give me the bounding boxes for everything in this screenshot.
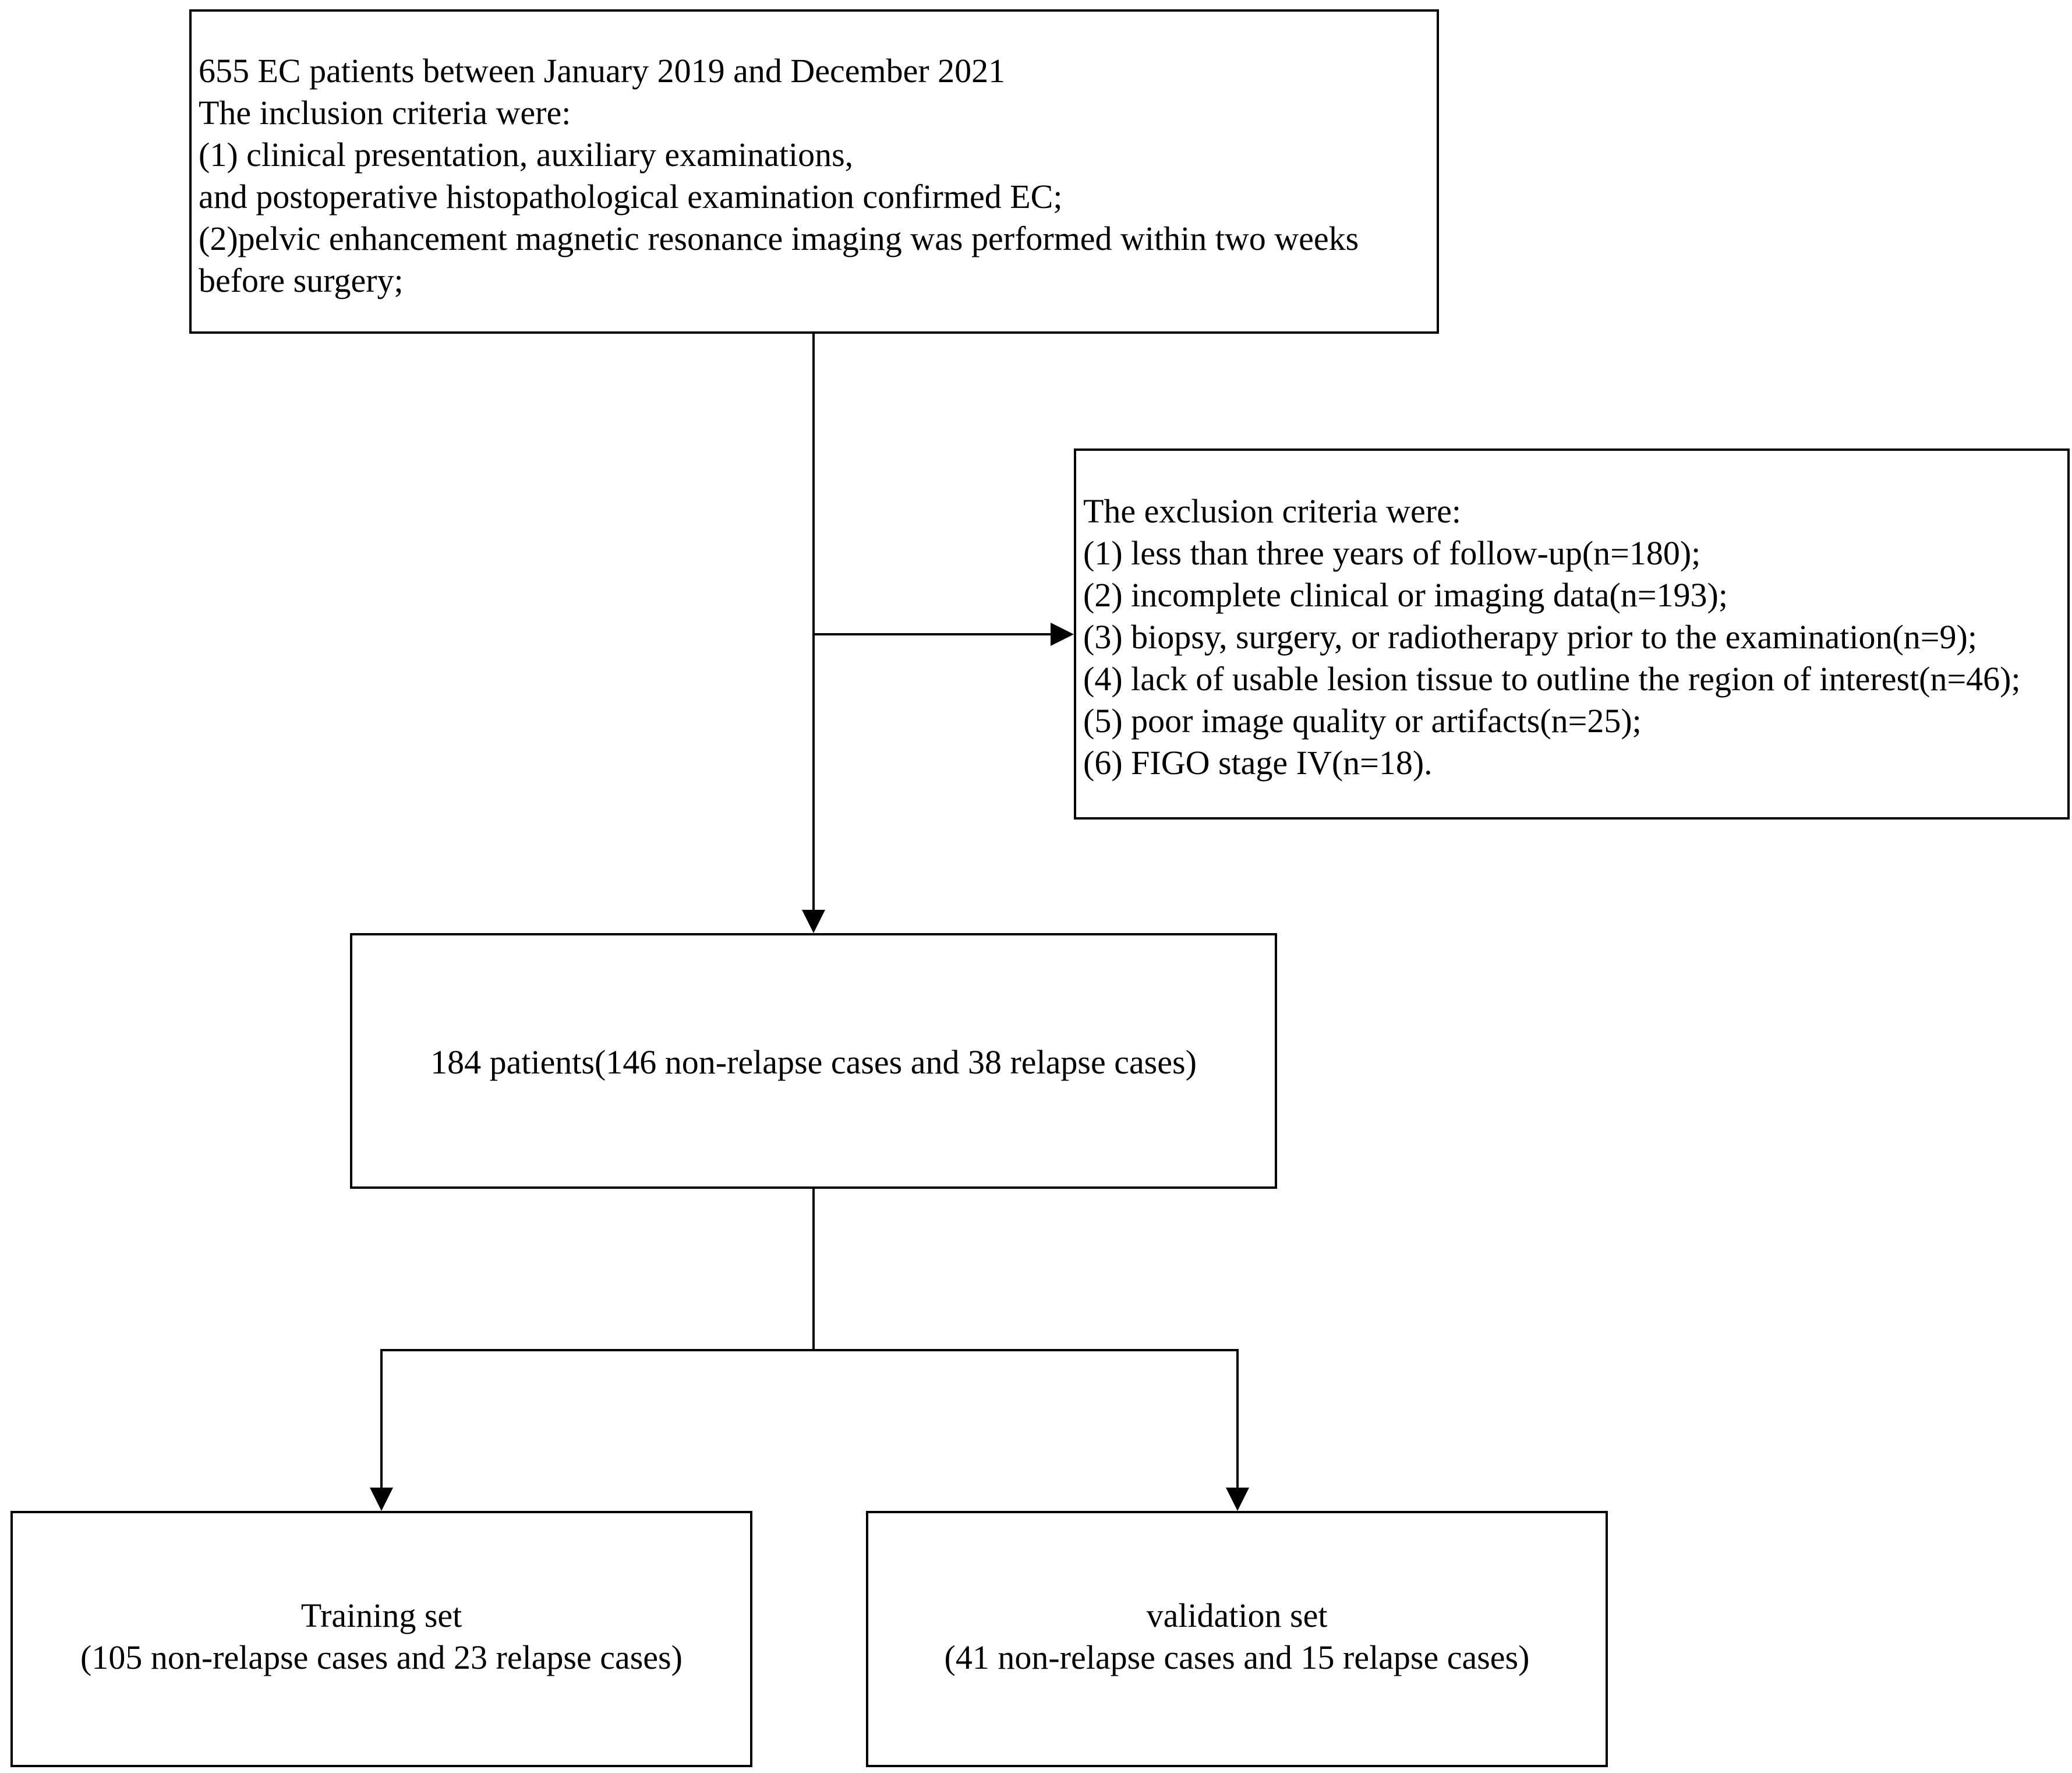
exclusion-line: (5) poor image quality or artifacts(n=25… <box>1083 702 1642 740</box>
inclusion-line: before surgery; <box>199 262 404 299</box>
training-set-title: Training set <box>300 1597 462 1634</box>
inclusion-line: 655 EC patients between January 2019 and… <box>199 52 1006 90</box>
training-set-box: Training set (105 non-relapse cases and … <box>10 1511 752 1767</box>
exclusion-line: (3) biopsy, surgery, or radiotherapy pri… <box>1083 618 1977 656</box>
validation-set-detail: (41 non-relapse cases and 15 relapse cas… <box>944 1638 1530 1676</box>
inclusion-criteria-text: 655 EC patients between January 2019 and… <box>199 50 1359 302</box>
training-set-detail: (105 non-relapse cases and 23 relapse ca… <box>80 1638 683 1676</box>
inclusion-line: and postoperative histopathological exam… <box>199 178 1063 216</box>
inclusion-line: (1) clinical presentation, auxiliary exa… <box>199 136 854 174</box>
exclusion-line: The exclusion criteria were: <box>1083 492 1461 530</box>
exclusion-line: (1) less than three years of follow-up(n… <box>1083 534 1701 572</box>
exclusion-line: (4) lack of usable lesion tissue to outl… <box>1083 660 2021 698</box>
exclusion-line: (2) incomplete clinical or imaging data(… <box>1083 576 1728 614</box>
exclusion-criteria-text: The exclusion criteria were: (1) less th… <box>1083 490 2021 784</box>
patients-text: 184 patients(146 non-relapse cases and 3… <box>430 1043 1197 1081</box>
exclusion-criteria-box: The exclusion criteria were: (1) less th… <box>1074 448 2070 820</box>
inclusion-line: (2)pelvic enhancement magnetic resonance… <box>199 220 1359 257</box>
validation-set-title: validation set <box>1146 1597 1328 1634</box>
inclusion-criteria-box: 655 EC patients between January 2019 and… <box>189 9 1439 334</box>
validation-set-box: validation set (41 non-relapse cases and… <box>866 1511 1608 1767</box>
exclusion-line: (6) FIGO stage IV(n=18). <box>1083 744 1433 782</box>
patients-box: 184 patients(146 non-relapse cases and 3… <box>350 933 1277 1189</box>
inclusion-line: The inclusion criteria were: <box>199 94 571 132</box>
